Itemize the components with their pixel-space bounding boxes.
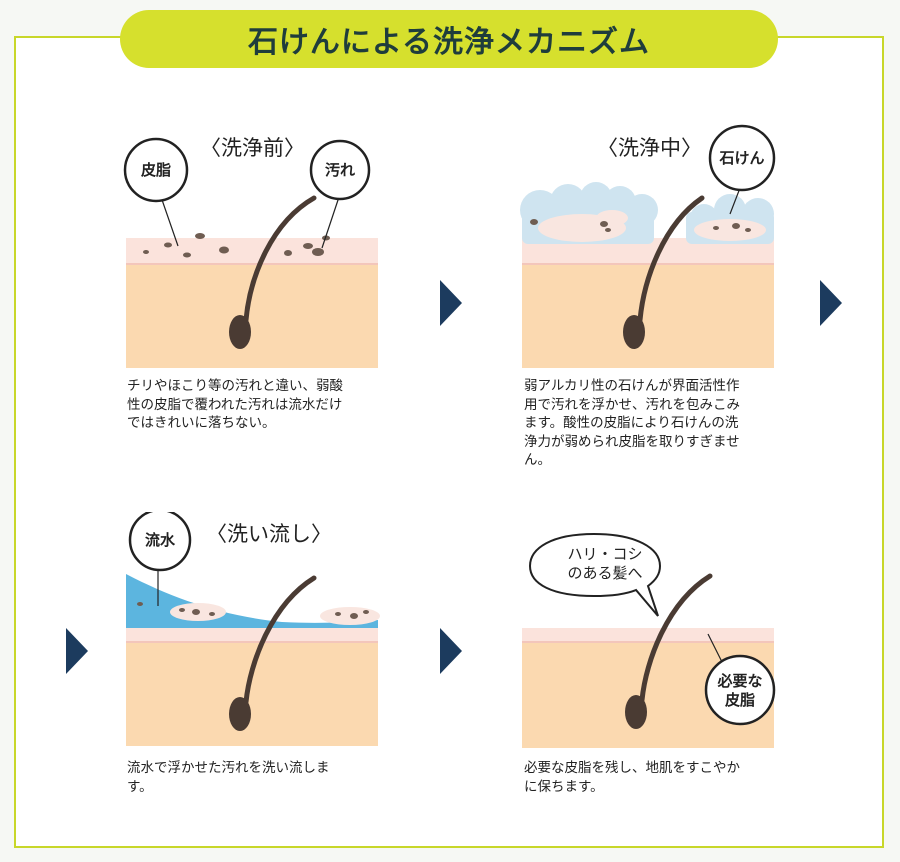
hair-follicle bbox=[623, 315, 645, 349]
desc-line: 浄力が弱められ皮脂を取りすぎませ bbox=[524, 433, 740, 450]
dirt-particles bbox=[530, 219, 751, 232]
skin-layer bbox=[126, 642, 378, 746]
desc-line: 性の皮脂で覆われた汚れは流水だけ bbox=[127, 396, 343, 413]
needed-sebum-label: 必要な 皮脂 bbox=[700, 670, 780, 712]
hair-follicle bbox=[625, 695, 647, 729]
speech-line: のある髪へ bbox=[567, 564, 643, 582]
desc-line: ではきれいに落ちない。 bbox=[127, 415, 276, 431]
page-title: 石けんによる洗浄メカニズム bbox=[247, 25, 651, 60]
sebum-callout-circle bbox=[123, 137, 189, 203]
hair-follicle bbox=[229, 315, 251, 349]
desc-line: 用で汚れを浮かせ、汚れを包みこみ bbox=[524, 396, 740, 413]
water-label: 流水 bbox=[144, 530, 175, 549]
panel-rinse-description: 流水で浮かせた汚れを洗い流しま す。 bbox=[127, 759, 330, 796]
panel-rinse-title: 〈洗い流し〉 bbox=[206, 522, 332, 546]
arrow-right-icon bbox=[440, 280, 462, 326]
dirt-label: 汚れ bbox=[324, 160, 355, 179]
soap-label: 石けん bbox=[719, 148, 765, 167]
sebum-layer bbox=[522, 628, 774, 642]
sebum-layer bbox=[126, 624, 378, 642]
hair-strand bbox=[639, 573, 713, 703]
needed-sebum-callout-circle bbox=[704, 654, 776, 726]
arrow-right-icon bbox=[66, 628, 88, 674]
water-callout-circle bbox=[128, 512, 192, 572]
desc-line: チリやほこり等の汚れと違い、弱酸 bbox=[127, 378, 343, 394]
speech-line: ハリ・コシ bbox=[567, 545, 643, 563]
speech-bubble bbox=[528, 532, 662, 617]
desc-line: ん。 bbox=[524, 452, 551, 468]
label-line: 必要な bbox=[717, 672, 763, 690]
desc-line: 必要な皮脂を残し、地肌をすこやか bbox=[524, 760, 740, 776]
during-illustration bbox=[520, 124, 776, 368]
sebum-label: 皮脂 bbox=[140, 160, 171, 179]
rinse-illustration bbox=[126, 512, 380, 746]
panel-before-title: 〈洗浄前〉 bbox=[200, 136, 305, 160]
dirt-particles bbox=[143, 233, 330, 258]
arrow-right-icon bbox=[440, 628, 462, 674]
label-line: 皮脂 bbox=[724, 691, 755, 709]
desc-line: 弱アルカリ性の石けんが界面活性作 bbox=[524, 378, 740, 394]
desc-line: 流水で浮かせた汚れを洗い流しま bbox=[127, 760, 330, 776]
after-illustration bbox=[522, 532, 776, 748]
dirt-callout-circle bbox=[309, 139, 371, 201]
panel-during-description: 弱アルカリ性の石けんが界面活性作 用で汚れを浮かせ、汚れを包みこみ ます。酸性の… bbox=[524, 377, 740, 470]
panel-before-description: チリやほこり等の汚れと違い、弱酸 性の皮脂で覆われた汚れは流水だけ ではきれいに… bbox=[127, 377, 343, 433]
title-banner: 石けんによる洗浄メカニズム bbox=[120, 10, 778, 68]
desc-line: に保ちます。 bbox=[524, 778, 604, 795]
soap-callout-circle bbox=[708, 124, 776, 192]
panel-during-title: 〈洗浄中〉 bbox=[597, 136, 702, 160]
hair-strand bbox=[243, 195, 317, 323]
before-illustration bbox=[123, 137, 378, 368]
hair-strand bbox=[243, 575, 317, 705]
hair-strand bbox=[637, 195, 705, 323]
desc-line: す。 bbox=[127, 778, 153, 795]
desc-line: ます。酸性の皮脂により石けんの洗 bbox=[524, 415, 739, 431]
arrow-right-icon bbox=[820, 280, 842, 326]
speech-bubble-text: ハリ・コシ のある髪へ bbox=[540, 540, 670, 588]
dirt-particles bbox=[137, 602, 369, 619]
sebum-layer bbox=[126, 238, 378, 265]
panel-after-description: 必要な皮脂を残し、地肌をすこやか に保ちます。 bbox=[524, 759, 740, 796]
hair-follicle bbox=[229, 697, 251, 731]
